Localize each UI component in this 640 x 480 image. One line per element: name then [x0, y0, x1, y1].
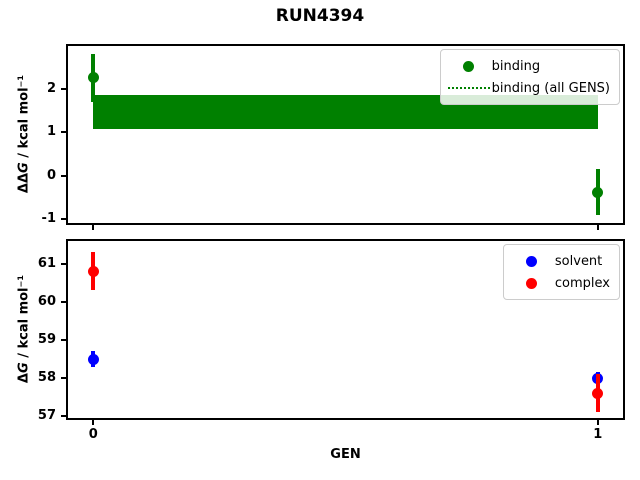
dot-marker-icon — [509, 255, 555, 267]
y-tick-label: 59 — [37, 331, 56, 347]
y-tick-mark — [61, 131, 66, 134]
y-tick-mark — [61, 174, 66, 177]
data-point-binding — [592, 186, 604, 198]
y-tick-mark — [61, 377, 66, 380]
y-tick-label: -1 — [41, 211, 56, 227]
dot-marker-icon — [446, 60, 492, 72]
legend-dotted-line — [447, 87, 490, 89]
legend-item: binding (all GENS) — [446, 77, 610, 99]
x-tick-mark — [92, 225, 95, 230]
data-point-binding — [87, 72, 99, 84]
y-tick-label: 57 — [37, 408, 56, 424]
ddg-plot-area: binding binding (all GENS) 2 1 0 -1 — [42, 44, 625, 230]
dg-plot-area: solvent complex 61 60 59 58 57 0 1 — [38, 239, 625, 442]
x-axis-label: GEN — [330, 447, 361, 462]
legend-dot — [526, 277, 538, 289]
ddg-legend: binding binding (all GENS) — [439, 49, 620, 105]
y-tick-label: 58 — [37, 370, 56, 386]
legend-label: binding — [491, 58, 541, 74]
y-tick-mark — [61, 218, 66, 221]
data-point-solvent — [87, 353, 99, 365]
x-tick-mark — [92, 420, 95, 425]
y-tick-label: 1 — [46, 124, 56, 140]
legend-label: solvent — [554, 253, 603, 269]
legend-item: complex — [509, 272, 610, 294]
y-tick-mark — [61, 300, 66, 303]
y-tick-mark — [61, 338, 66, 341]
legend-dot — [526, 255, 538, 267]
y-tick-label: 61 — [37, 255, 56, 271]
y-tick-mark — [61, 87, 66, 90]
y-tick-label: 2 — [46, 80, 56, 96]
y-tick-label: 60 — [37, 293, 56, 309]
x-tick-mark — [596, 420, 599, 425]
legend-dot — [463, 60, 475, 72]
legend-item: binding — [446, 55, 610, 77]
legend-label: binding (all GENS) — [491, 80, 610, 96]
legend-label: complex — [554, 275, 610, 291]
x-tick-mark — [596, 225, 599, 230]
dg-legend: solvent complex — [502, 244, 620, 300]
x-tick-label: 1 — [593, 427, 603, 442]
y-tick-label: 0 — [46, 167, 56, 183]
data-point-complex — [87, 265, 99, 277]
y-tick-mark — [61, 415, 66, 418]
chart-title: RUN4394 — [275, 6, 365, 26]
y-tick-mark — [61, 262, 66, 265]
x-tick-label: 0 — [88, 427, 98, 442]
data-point-complex — [592, 387, 604, 399]
dot-marker-icon — [509, 277, 555, 289]
dg-y-axis-label: ΔG / kcal mol⁻¹ — [16, 274, 32, 384]
legend-item: solvent — [509, 250, 610, 272]
dotted-line-icon — [446, 87, 492, 89]
